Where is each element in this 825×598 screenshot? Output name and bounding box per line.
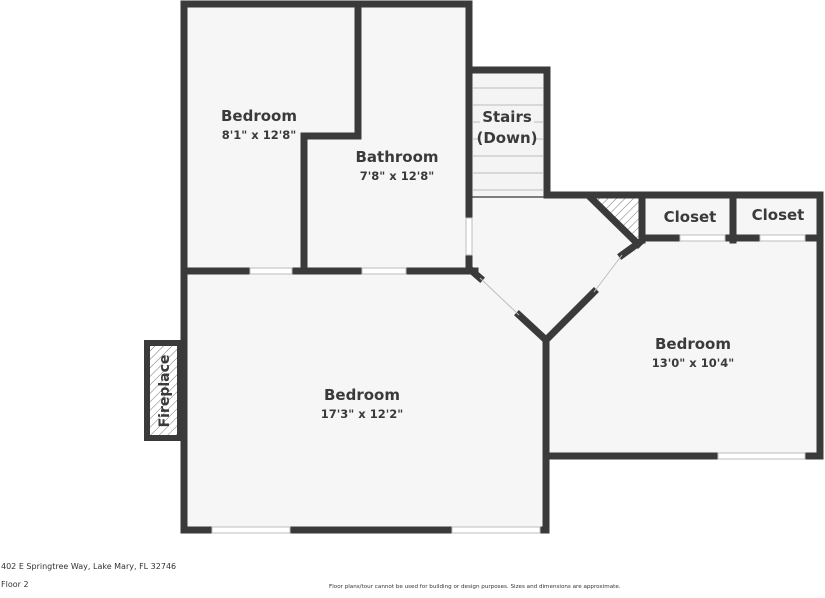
room-name: Bedroom bbox=[324, 386, 400, 404]
address-label: 402 E Springtree Way, Lake Mary, FL 3274… bbox=[1, 562, 177, 571]
room-label-bedroom-2: Bedroom 13'0" x 10'4" bbox=[652, 335, 734, 370]
room-name: Stairs bbox=[482, 108, 532, 126]
room-name: Closet bbox=[664, 208, 717, 226]
room-label-bedroom-1: Bedroom 8'1" x 12'8" bbox=[221, 107, 297, 142]
room-label-fireplace: Fireplace bbox=[157, 355, 173, 428]
room-dimensions: 7'8" x 12'8" bbox=[360, 169, 434, 183]
room-name-line2: (Down) bbox=[476, 129, 537, 147]
floor-label: Floor 2 bbox=[1, 580, 29, 589]
room-name: Bedroom bbox=[655, 335, 731, 353]
room-label-closet-2: Closet bbox=[752, 206, 805, 224]
wall-openings bbox=[211, 217, 806, 534]
room-label-bedroom-3: Bedroom 17'3" x 12'2" bbox=[321, 386, 403, 421]
room-name: Bedroom bbox=[221, 107, 297, 125]
diagonal-openings bbox=[479, 254, 623, 316]
room-label-bathroom: Bathroom 7'8" x 12'8" bbox=[355, 148, 438, 183]
room-dimensions: 8'1" x 12'8" bbox=[222, 128, 296, 142]
room-name: Bathroom bbox=[355, 148, 438, 166]
floor-plan: Bedroom 8'1" x 12'8" Bathroom 7'8" x 12'… bbox=[144, 0, 824, 534]
room-dimensions: 17'3" x 12'2" bbox=[321, 407, 403, 421]
walls bbox=[180, 0, 824, 534]
disclaimer-text: Floor plans/tour cannot be used for buil… bbox=[329, 584, 621, 590]
room-dimensions: 13'0" x 10'4" bbox=[652, 356, 734, 370]
room-name: Fireplace bbox=[157, 355, 173, 428]
room-label-stairs: Stairs (Down) bbox=[476, 108, 538, 148]
fireplace bbox=[144, 340, 183, 441]
room-name: Closet bbox=[752, 206, 805, 224]
room-label-closet-1: Closet bbox=[664, 208, 717, 226]
